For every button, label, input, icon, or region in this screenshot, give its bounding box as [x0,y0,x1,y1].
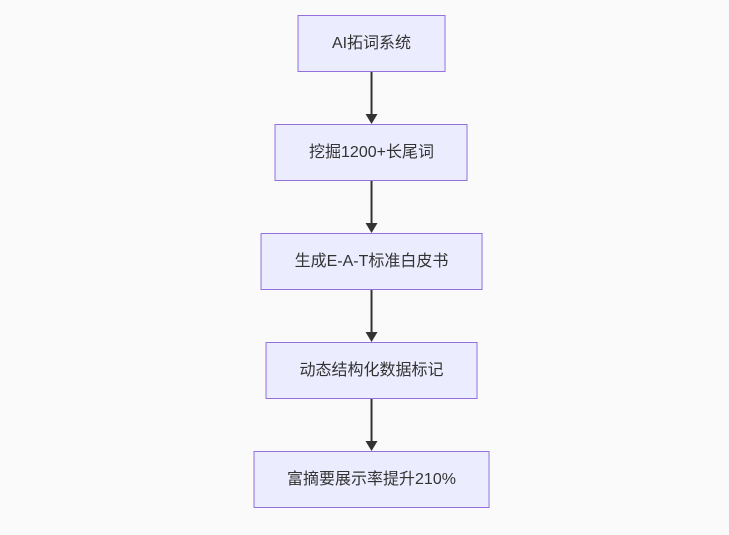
arrow-down-icon [365,290,378,342]
arrowhead-icon [365,332,378,342]
arrowhead-icon [365,114,378,124]
arrow-shaft [370,72,373,114]
flow-node-rich-snippet-rate: 富摘要展示率提升210% [253,451,490,508]
flowchart: AI拓词系统 挖掘1200+长尾词 生成E-A-T标准白皮书 动态结构化数据标记… [253,15,490,508]
arrow-down-icon [365,181,378,233]
arrow-down-icon [365,399,378,451]
arrow-shaft [370,181,373,223]
arrow-down-icon [365,72,378,124]
arrowhead-icon [365,441,378,451]
arrowhead-icon [365,223,378,233]
flow-node-ai-word-expansion: AI拓词系统 [297,15,446,72]
flow-node-structured-data-markup: 动态结构化数据标记 [265,342,478,399]
arrow-shaft [370,399,373,441]
flow-node-eat-whitepaper: 生成E-A-T标准白皮书 [260,233,483,290]
arrow-shaft [370,290,373,332]
flow-node-longtail-keywords: 挖掘1200+长尾词 [275,124,468,181]
